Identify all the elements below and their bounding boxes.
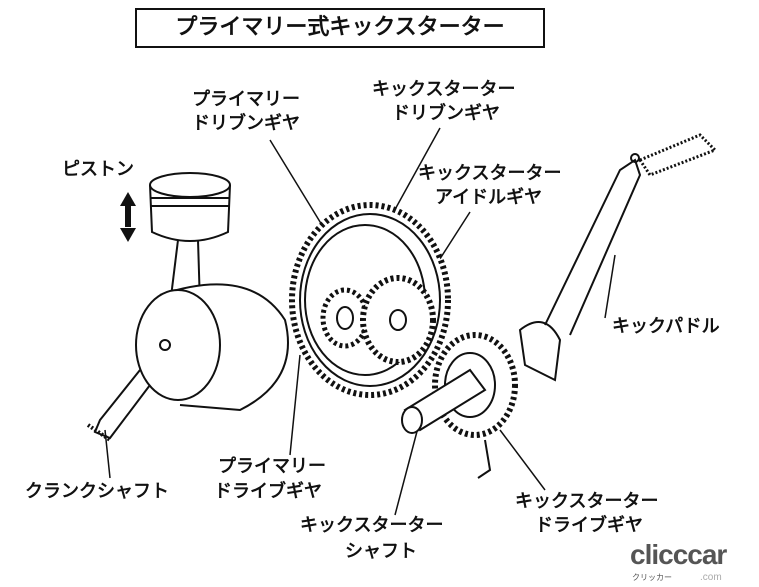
kick-shaft	[401, 368, 492, 479]
label-kick-driven-gear-line1: キックスターター	[372, 79, 516, 100]
label-kick-drive-gear-line1: キックスターター	[515, 491, 659, 512]
label-kick-idle-gear-line1: キックスターター	[418, 163, 562, 184]
label-piston: ピストン	[62, 159, 134, 180]
up-down-arrow-icon	[120, 192, 136, 242]
diagram-title: プライマリー式キックスターター	[135, 8, 545, 48]
label-kick-driven-gear-line2: ドリブンギヤ	[392, 103, 500, 124]
label-kick-idle-gear-line2: アイドルギヤ	[435, 187, 543, 208]
label-kick-drive-gear-line2: ドライブギヤ	[535, 515, 643, 536]
logo-text: clicccar	[630, 539, 727, 570]
label-primary-drive-gear-line1: プライマリー	[218, 456, 326, 477]
clicccar-logo: clicccar クリッカー .com	[630, 540, 755, 586]
label-kick-shaft-line2: シャフト	[345, 541, 417, 562]
label-primary-driven-gear-line1: プライマリー	[192, 89, 300, 110]
kick-pedal	[518, 133, 718, 382]
kick-idle-gear	[360, 275, 436, 365]
label-crankshaft: クランクシャフト	[25, 481, 169, 502]
logo-domain: .com	[700, 572, 722, 583]
logo-sub: クリッカー	[632, 573, 672, 582]
label-kick-shaft-line1: キックスターター	[300, 515, 444, 536]
piston	[149, 172, 231, 306]
crankshaft	[86, 283, 289, 442]
label-primary-drive-gear-line2: ドライブギヤ	[214, 481, 322, 502]
label-primary-driven-gear-line2: ドリブンギヤ	[192, 113, 300, 134]
label-kick-pedal: キックパドル	[612, 316, 720, 337]
